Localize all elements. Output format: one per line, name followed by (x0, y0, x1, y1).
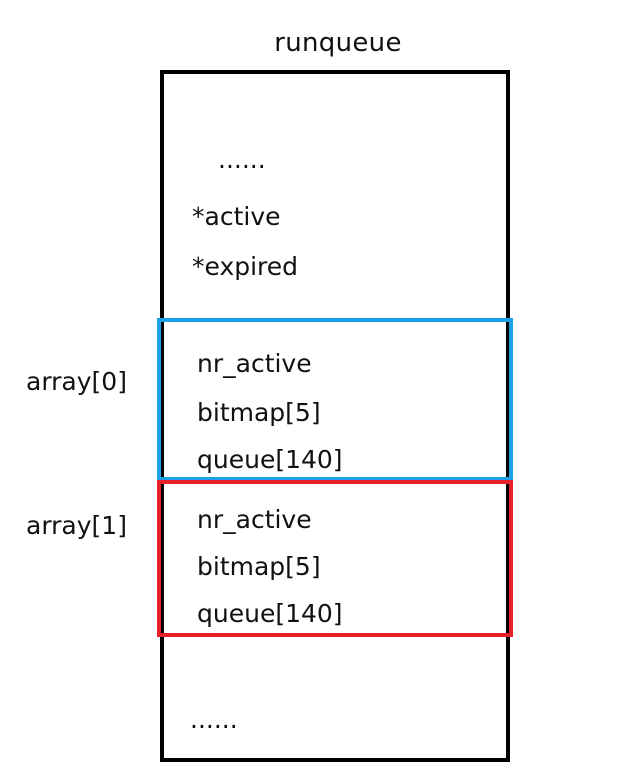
array-1-field-queue: queue[140] (197, 599, 343, 628)
ellipsis-bottom: ...... (190, 705, 238, 734)
diagram-title: runqueue (274, 28, 402, 58)
field-expired-pointer: *expired (192, 252, 299, 281)
array-1-label: array[1] (26, 511, 127, 540)
field-active-pointer: *active (192, 202, 281, 231)
ellipsis-top: ...... (218, 145, 266, 174)
array-1-box: nr_active bitmap[5] queue[140] (157, 480, 513, 637)
runqueue-box (160, 70, 510, 762)
array-0-box: nr_active bitmap[5] queue[140] (157, 318, 513, 481)
array-1-field-nr-active: nr_active (197, 505, 312, 534)
array-0-field-nr-active: nr_active (197, 349, 312, 378)
array-0-field-bitmap: bitmap[5] (197, 398, 321, 427)
array-1-field-bitmap: bitmap[5] (197, 552, 321, 581)
array-0-label: array[0] (26, 367, 127, 396)
array-0-field-queue: queue[140] (197, 445, 343, 474)
